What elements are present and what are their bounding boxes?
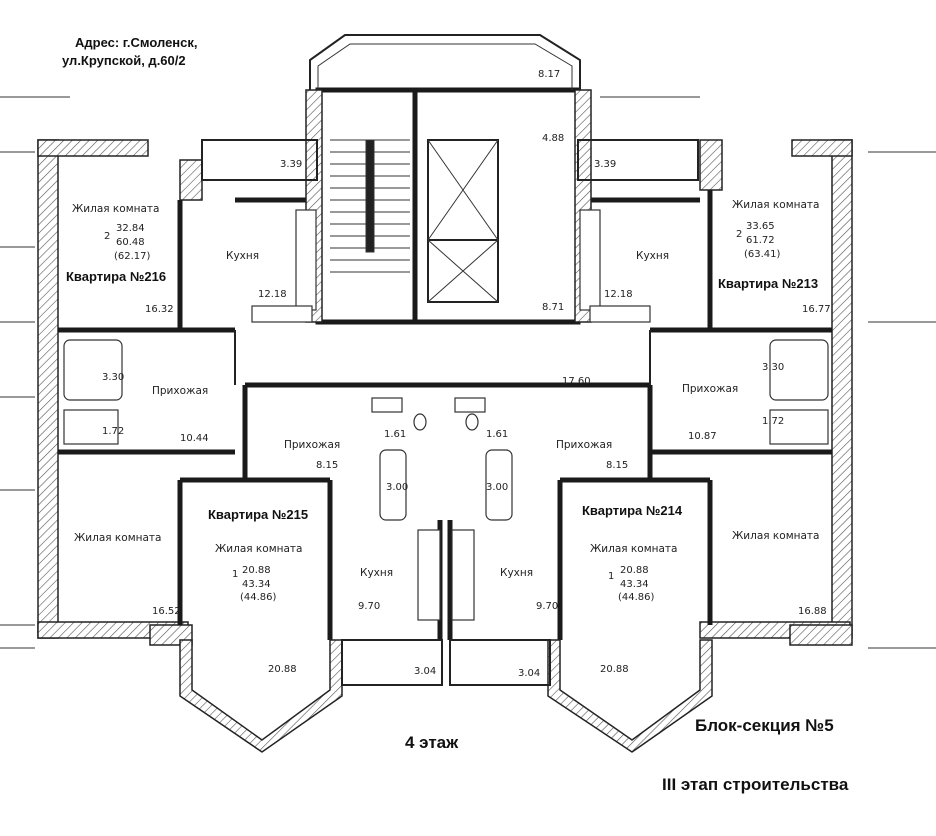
area-value: 16.52 [152,606,181,617]
area-value: 3.39 [594,159,616,170]
area-value: 1.61 [486,429,508,440]
area-value: 4.88 [542,133,564,144]
top-balcony [309,34,581,90]
area-value: 1.72 [762,416,784,427]
area-value: 12.18 [258,289,287,300]
area-value: 3.00 [486,482,508,493]
area-value: 1 [232,569,238,580]
area-value: 33.65 [746,221,775,232]
section-label: Блок-секция №5 [695,716,834,735]
area-value: 3.30 [762,362,784,373]
room-label: Кухня [500,567,533,579]
room-label: Кухня [636,250,669,262]
area-value: 2 [736,229,742,240]
area-value: 20.88 [268,664,297,675]
area-value: (63.41) [744,249,781,260]
room-label: Прихожая [152,385,208,397]
area-value: 8.71 [542,302,564,313]
area-value: 43.34 [242,579,271,590]
side-balconies [201,139,699,181]
area-value: 9.70 [358,601,380,612]
address-line-1: Адрес: г.Смоленск, [75,35,198,50]
room-label: Жилая комната [215,543,302,555]
area-value: 61.72 [746,235,775,246]
room-label: Кухня [226,250,259,262]
walls [37,87,853,646]
area-value: 10.87 [688,431,717,442]
room-label: Жилая комната [732,530,819,542]
room-label: Кухня [360,567,393,579]
address-line-2: ул.Крупской, д.60/2 [62,53,186,68]
corridor [234,330,651,385]
room-label: Прихожая [284,439,340,451]
area-value: 8.17 [538,69,560,80]
area-value: 20.88 [620,565,649,576]
room-label: Прихожая [556,439,612,451]
stage-label: III этап строительства [662,775,849,794]
sanitary-fixtures [63,339,829,521]
area-value: 17.60 [562,376,591,387]
floor-label: 4 этаж [405,733,459,752]
bay-windows [179,639,713,753]
apartment-213-label: Квартира №213 [718,276,818,291]
kitchen-counters [251,209,651,621]
room-label: Жилая комната [72,203,159,215]
area-value: 2 [104,231,110,242]
area-value: 3.39 [280,159,302,170]
area-value: 12.18 [604,289,633,300]
room-label: Жилая комната [590,543,677,555]
area-value: 9.70 [536,601,558,612]
apartment-214-label: Квартира №214 [582,503,683,518]
area-value: 16.88 [798,606,827,617]
address-block: Адрес: г.Смоленск, ул.Крупской, д.60/2 [62,35,198,68]
area-values: 8.17 4.88 3.39 3.39 2 32.84 60.48 (62.17… [102,69,831,679]
area-value: 32.84 [116,223,145,234]
area-value: 20.88 [242,565,271,576]
room-label: Прихожая [682,383,738,395]
area-value: 3.04 [518,668,540,679]
area-value: 20.88 [600,664,629,675]
margin-marks [0,96,936,649]
area-value: 3.00 [386,482,408,493]
area-value: 16.32 [145,304,174,315]
area-value: 1 [608,571,614,582]
room-label: Жилая комната [732,199,819,211]
area-value: (62.17) [114,251,151,262]
area-value: 3.04 [414,666,436,677]
area-value: 8.15 [606,460,628,471]
area-value: 60.48 [116,237,145,248]
area-value: (44.86) [618,592,655,603]
area-value: (44.86) [240,592,277,603]
apartment-215-label: Квартира №215 [208,507,308,522]
area-value: 43.34 [620,579,649,590]
area-value: 1.72 [102,426,124,437]
area-value: 1.61 [384,429,406,440]
area-value: 10.44 [180,433,209,444]
area-value: 8.15 [316,460,338,471]
area-value: 16.77 [802,304,831,315]
apartment-216-label: Квартира №216 [66,269,166,284]
room-label: Жилая комната [74,532,161,544]
area-value: 3.30 [102,372,124,383]
staircase [330,139,410,273]
